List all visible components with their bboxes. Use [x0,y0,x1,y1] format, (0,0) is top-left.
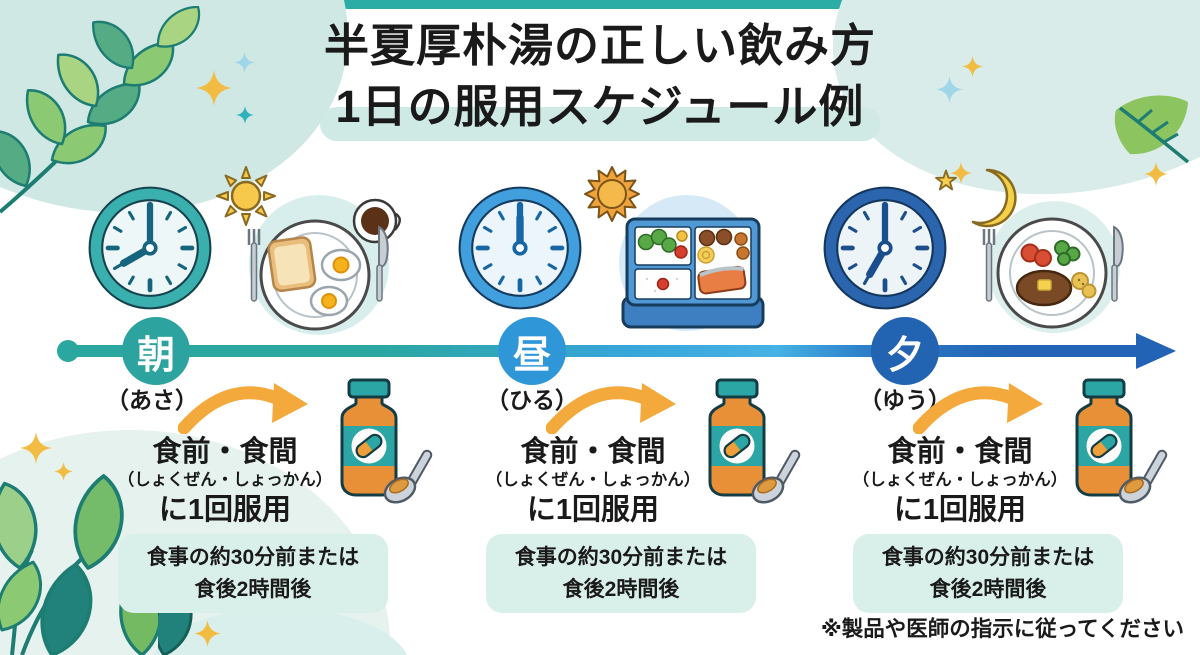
dose-frequency: に1回服用 [158,493,292,526]
dose-instructions: 食前・食間 （しょくぜん・しょっかん） に1回服用 [458,434,728,528]
orange-arrow-icon [913,374,1045,434]
dose-timing: 食前・食間 [520,436,666,468]
column-noon-illustration [428,162,778,344]
column-evening-illustration [793,162,1143,344]
dose-timing: 食前・食間 [887,436,1033,468]
dose-note-box: 食事の約30分前または 食後2時間後 [118,534,388,613]
dinner-plate-icon [982,201,1124,333]
crescent-moon-icon [935,168,1017,228]
dose-instructions: 食前・食間 （しょくぜん・しょっかん） に1回服用 [825,434,1095,528]
dose-note-box: 食事の約30分前または 食後2時間後 [853,534,1123,613]
timeline [66,345,1144,357]
orange-arrow-icon [178,374,310,434]
orange-arrow-icon [546,374,678,434]
top-accent-strip [0,0,1200,9]
sparkle-icon [54,462,73,481]
time-badge-label: 夕 [885,334,924,377]
dose-timing-reading: （しょくぜん・しょっかん） [852,471,1068,490]
midday-sun-icon [584,166,640,222]
column-morning-illustration [58,162,408,344]
dose-frequency: に1回服用 [893,493,1027,526]
leaf-cluster-icon [0,471,173,655]
title-line-2: 1日の服用スケジュール例 [319,77,881,141]
bento-box-icon [619,195,765,331]
dose-note-box: 食事の約30分前または 食後2時間後 [486,534,756,613]
dose-timing-reading: （しょくぜん・しょっかん） [485,471,701,490]
sun-icon [216,166,276,226]
sparkle-icon [1144,162,1168,186]
dose-frequency: に1回服用 [526,493,660,526]
time-badge-noon: 昼 [498,317,566,385]
time-badge-label: 昼 [512,334,551,377]
column-evening-dose: 食前・食間 （しょくぜん・しょっかん） に1回服用 食事の約30分前または 食後… [835,378,1175,628]
disclaimer-footnote: ※製品や医師の指示に従ってください [820,617,1184,641]
dose-timing-reading: （しょくぜん・しょっかん） [117,471,333,490]
leaf-branch-icon [0,6,206,214]
time-badge-evening: 夕 [871,317,939,385]
leaf-icon [1114,95,1190,164]
column-noon-dose: 食前・食間 （しょくぜん・しょっかん） に1回服用 食事の約30分前または 食後… [468,378,808,628]
dose-instructions: 食前・食間 （しょくぜん・しょっかん） に1回服用 [90,434,360,528]
note-line-2: 食後2時間後 [929,577,1047,601]
clock-icon [460,188,580,308]
note-line-1: 食事の約30分前または [146,546,360,569]
dose-timing: 食前・食間 [152,436,298,468]
column-morning-dose: 食前・食間 （しょくぜん・しょっかん） に1回服用 食事の約30分前または 食後… [100,378,440,628]
clock-icon [90,188,210,308]
sparkle-icon [20,432,52,464]
clock-icon [825,188,945,308]
timeline-arrowhead-icon [1136,333,1176,369]
note-line-1: 食事の約30分前または [514,546,728,569]
note-line-1: 食事の約30分前または [881,546,1095,569]
note-line-2: 食後2時間後 [562,577,680,601]
title-line-1: 半夏厚朴湯の正しい飲み方 [323,20,876,71]
breakfast-plate-icon [247,195,401,335]
star-icon [935,169,957,191]
note-line-2: 食後2時間後 [194,577,312,601]
page-title: 半夏厚朴湯の正しい飲み方 1日の服用スケジュール例 [0,16,1200,141]
time-reading-morning: （あさ） [106,387,198,413]
time-badge-label: 朝 [136,334,175,377]
time-badge-morning: 朝 [122,317,190,385]
